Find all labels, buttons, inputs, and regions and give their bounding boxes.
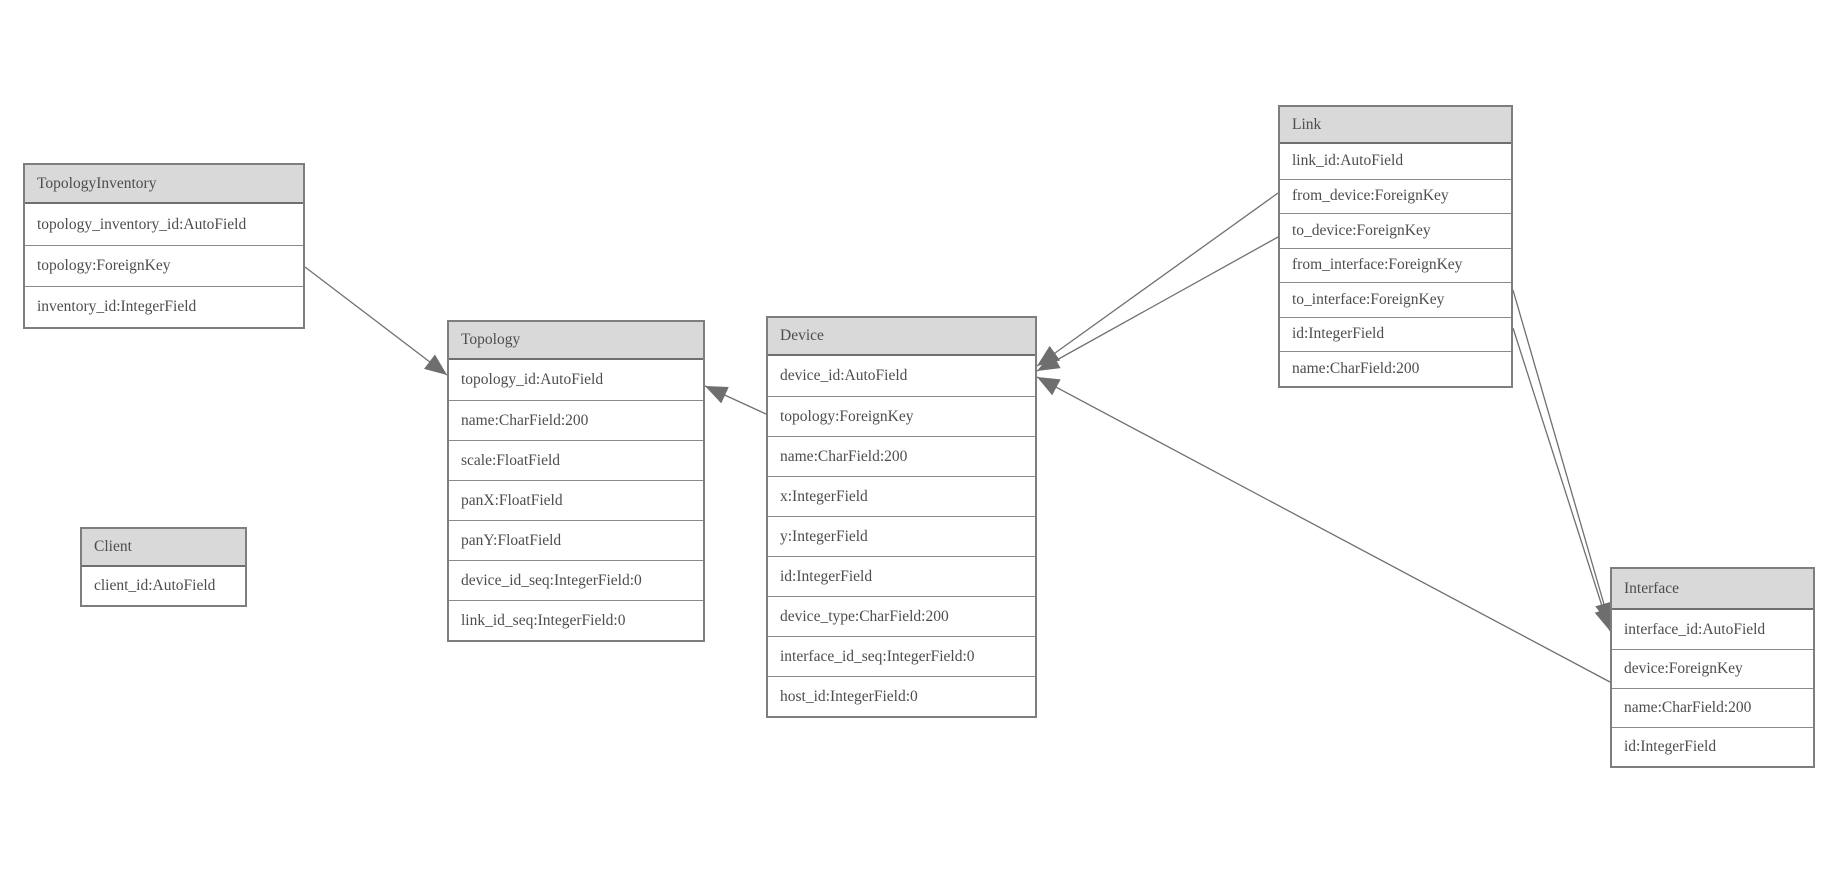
entity-field-label: from_interface:ForeignKey: [1292, 256, 1463, 274]
entity-field-row: inventory_id:IntegerField: [25, 286, 303, 327]
relationship-arrowhead-Device: [1037, 352, 1061, 371]
entity-field-label: scale:FloatField: [461, 451, 561, 469]
relationship-arrowhead-Topology: [424, 354, 447, 375]
entity-field-label: client_id:AutoField: [94, 577, 216, 594]
entity-link: Link link_id:AutoField from_device:Foreign…: [1278, 105, 1513, 388]
entity-field-label: y:IntegerField: [780, 527, 868, 545]
entity-field-label: name:CharField:200: [461, 411, 589, 429]
entity-header-link: Link: [1280, 107, 1511, 144]
entity-field-label: device_id:AutoField: [780, 367, 908, 384]
entity-field-row: scale:FloatField: [449, 440, 703, 480]
entity-field-row: panX:FloatField: [449, 480, 703, 520]
relationship-line-Interface.device: [1036, 376, 1611, 683]
entity-title: Interface: [1624, 579, 1680, 597]
entity-field-row: link_id:AutoField: [1280, 144, 1511, 179]
entity-field-label: device_id_seq:IntegerField:0: [461, 571, 642, 589]
entity-field-row: device_id:AutoField: [768, 356, 1035, 396]
entity-header-client: Client: [82, 529, 245, 567]
entity-field-row: id:IntegerField: [768, 556, 1035, 596]
entity-client: Client client_id:AutoField: [80, 527, 247, 607]
entity-field-row: host_id:IntegerField:0: [768, 676, 1035, 716]
entity-field-label: inventory_id:IntegerField: [37, 298, 197, 315]
entity-field-label: panX:FloatField: [461, 491, 563, 509]
entity-title: TopologyInventory: [37, 174, 157, 192]
entity-field-row: name:CharField:200: [1612, 688, 1813, 727]
entity-field-label: interface_id_seq:IntegerField:0: [780, 647, 975, 665]
entity-field-row: interface_id:AutoField: [1612, 610, 1813, 649]
entity-field-label: link_id:AutoField: [1292, 152, 1404, 170]
entity-title: Topology: [461, 331, 521, 348]
relationship-arrowhead-Device: [1037, 377, 1061, 396]
entity-header-device: Device: [768, 318, 1035, 356]
entity-field-row: client_id:AutoField: [82, 567, 245, 605]
relationship-arrowhead-Topology: [705, 386, 729, 404]
entity-field-row: interface_id_seq:IntegerField:0: [768, 636, 1035, 676]
entity-field-label: name:CharField:200: [1292, 359, 1420, 377]
entity-topologyinventory: TopologyInventory topology_inventory_id:A…: [23, 163, 305, 329]
entity-field-label: topology_id:AutoField: [461, 371, 604, 388]
entity-field-label: link_id_seq:IntegerField:0: [461, 611, 626, 629]
entity-field-row: topology:ForeignKey: [25, 245, 303, 286]
entity-device: Device device_id:AutoField topology:Foreig…: [766, 316, 1037, 718]
entity-field-row: topology_id:AutoField: [449, 360, 703, 400]
entity-title: Link: [1292, 115, 1322, 133]
entity-field-label: name:CharField:200: [780, 447, 908, 465]
entity-title: Device: [780, 327, 824, 344]
entity-field-row: device:ForeignKey: [1612, 649, 1813, 688]
entity-field-row: from_device:ForeignKey: [1280, 178, 1511, 213]
entity-field-row: topology_inventory_id:AutoField: [25, 204, 303, 245]
entity-field-label: device_type:CharField:200: [780, 607, 949, 625]
entity-field-row: device_type:CharField:200: [768, 596, 1035, 636]
entity-interface: Interface interface_id:AutoField device:Fo…: [1610, 567, 1815, 768]
relationship-line-Link.from_device: [1036, 192, 1279, 367]
entity-field-row: topology:ForeignKey: [768, 396, 1035, 436]
relationship-line-Link.to_device: [1036, 236, 1279, 372]
entity-header-topologyinventory: TopologyInventory: [25, 165, 303, 204]
entity-field-label: panY:FloatField: [461, 531, 562, 549]
entity-header-interface: Interface: [1612, 569, 1813, 610]
entity-field-label: topology:ForeignKey: [780, 407, 914, 425]
entity-field-row: y:IntegerField: [768, 516, 1035, 556]
entity-field-row: panY:FloatField: [449, 520, 703, 560]
entity-field-row: to_device:ForeignKey: [1280, 213, 1511, 248]
entity-field-label: id:IntegerField: [1292, 325, 1385, 343]
entity-field-label: id:IntegerField: [780, 567, 873, 585]
entity-field-label: topology_inventory_id:AutoField: [37, 215, 247, 233]
entity-field-row: id:IntegerField: [1612, 727, 1813, 766]
entity-field-row: to_interface:ForeignKey: [1280, 282, 1511, 317]
entity-field-label: from_device:ForeignKey: [1292, 187, 1449, 205]
relationship-arrowhead-Interface: [1594, 607, 1612, 631]
entity-field-label: interface_id:AutoField: [1624, 620, 1766, 638]
entity-header-topology: Topology: [449, 322, 703, 360]
entity-field-label: host_id:IntegerField:0: [780, 687, 918, 705]
entity-field-row: name:CharField:200: [449, 400, 703, 440]
entity-field-label: device:ForeignKey: [1624, 660, 1743, 677]
entity-field-label: id:IntegerField: [1624, 738, 1717, 755]
relationship-line-Link.to_interface: [1512, 327, 1611, 632]
entity-title: Client: [94, 538, 132, 555]
entity-field-label: to_device:ForeignKey: [1292, 221, 1431, 239]
entity-field-label: x:IntegerField: [780, 487, 868, 505]
entity-field-row: name:CharField:200: [768, 436, 1035, 476]
entity-field-label: to_interface:ForeignKey: [1292, 290, 1445, 308]
entity-field-label: name:CharField:200: [1624, 699, 1752, 716]
entity-field-row: id:IntegerField: [1280, 316, 1511, 351]
entity-field-row: link_id_seq:IntegerField:0: [449, 600, 703, 640]
entity-field-label: topology:ForeignKey: [37, 257, 171, 274]
entity-field-row: device_id_seq:IntegerField:0: [449, 560, 703, 600]
entity-field-row: name:CharField:200: [1280, 351, 1511, 386]
relationship-line-Link.from_interface: [1512, 289, 1611, 626]
entity-field-row: x:IntegerField: [768, 476, 1035, 516]
relationship-line-TopologyInventory.topology: [304, 266, 448, 376]
entity-field-row: from_interface:ForeignKey: [1280, 247, 1511, 282]
entity-topology: Topology topology_id:AutoField name:CharFi…: [447, 320, 705, 642]
